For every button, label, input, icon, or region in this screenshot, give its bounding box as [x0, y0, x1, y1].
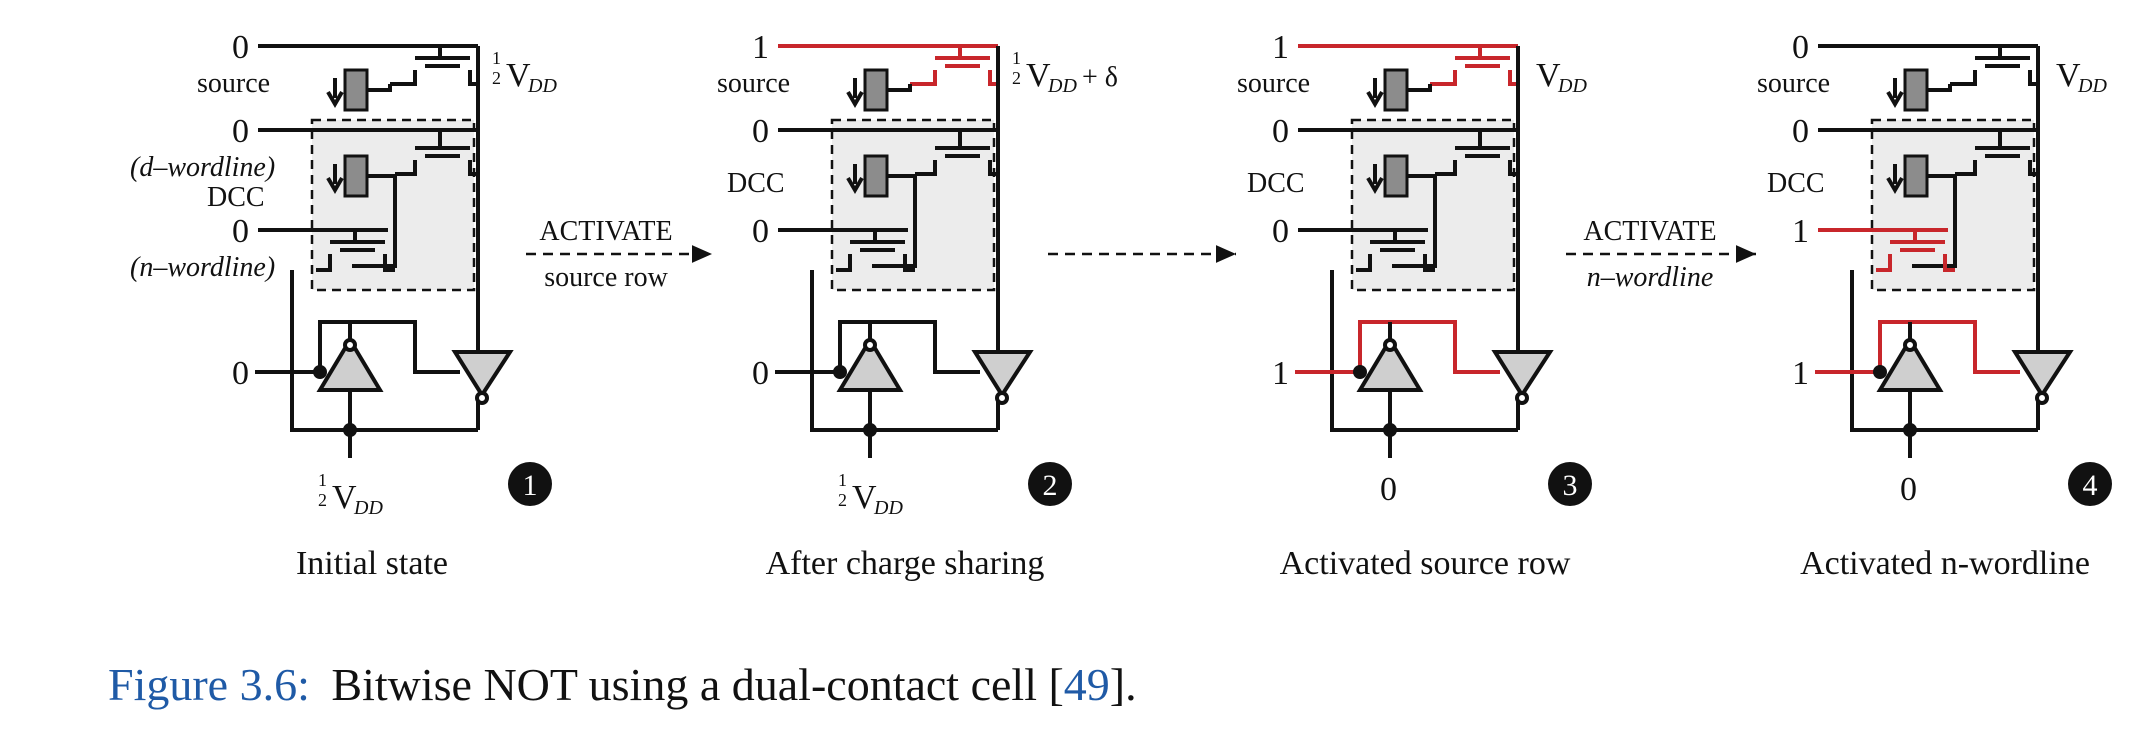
- bit-bottom-4: 0: [1900, 471, 1917, 508]
- step-badge-1: 1: [508, 462, 552, 506]
- arrow-activate-source-row: ACTIVATE source row: [526, 216, 712, 293]
- label-nwl-1: (n–wordline): [130, 252, 275, 283]
- svg-text:2: 2: [838, 490, 847, 510]
- panel-activated-source-row: [1295, 44, 1554, 458]
- dcc-circuit: [255, 44, 514, 458]
- bit-nwl-2: 0: [752, 213, 769, 250]
- svg-text:DD: DD: [1557, 75, 1587, 97]
- panel-after-charge-sharing: [775, 44, 1034, 458]
- svg-text:V: V: [852, 479, 877, 516]
- svg-text:1: 1: [838, 470, 847, 490]
- vdd-label-top-3: V DD: [1536, 57, 1587, 97]
- label-source-4: source: [1757, 68, 1830, 99]
- bit-dwl-2: 0: [752, 113, 769, 150]
- label-source-2: source: [717, 68, 790, 99]
- svg-text:source row: source row: [544, 262, 668, 293]
- vdd-label-top-1: 1 2 V DD: [492, 48, 557, 97]
- svg-text:V: V: [332, 479, 357, 516]
- svg-text:DD: DD: [1047, 75, 1077, 97]
- panel-title-3: Activated source row: [1280, 545, 1571, 582]
- label-dcc-3: DCC: [1247, 168, 1305, 199]
- panel-activated-n-wordline: [1815, 44, 2074, 458]
- step-badge-4: 4: [2068, 462, 2112, 506]
- svg-text:DD: DD: [527, 75, 557, 97]
- svg-text:2: 2: [492, 68, 501, 88]
- label-dcc-4: DCC: [1767, 168, 1825, 199]
- panel-title-4: Activated n-wordline: [1800, 545, 2090, 582]
- svg-text:+ δ: + δ: [1082, 62, 1118, 93]
- bit-dwl-1: 0: [232, 113, 249, 150]
- svg-text:n–wordline: n–wordline: [1587, 262, 1714, 293]
- bit-sa-2: 0: [752, 355, 769, 392]
- caption-ref[interactable]: 49: [1064, 659, 1110, 710]
- caption-end: ].: [1110, 659, 1137, 710]
- label-source-1: source: [197, 68, 270, 99]
- panel-title-1: Initial state: [296, 545, 448, 582]
- bit-source-4: 0: [1792, 29, 1809, 66]
- svg-text:DD: DD: [2077, 75, 2107, 97]
- bit-nwl-1: 0: [232, 213, 249, 250]
- vdd-label-top-2: 1 2 V DD + δ: [1012, 48, 1118, 97]
- bit-source-1: 0: [232, 29, 249, 66]
- bit-sa-4: 1: [1792, 355, 1809, 392]
- dcc-circuit: [775, 44, 1034, 458]
- svg-text:1: 1: [523, 469, 538, 502]
- svg-text:ACTIVATE: ACTIVATE: [1583, 216, 1716, 247]
- svg-text:DD: DD: [353, 497, 383, 519]
- svg-text:V: V: [1026, 57, 1051, 94]
- vdd-label-bottom-2: 1 2 V DD: [838, 470, 903, 519]
- vdd-label-bottom-1: 1 2 V DD: [318, 470, 383, 519]
- svg-text:1: 1: [318, 470, 327, 490]
- svg-text:2: 2: [1012, 68, 1021, 88]
- svg-text:V: V: [1536, 57, 1561, 94]
- bit-sa-3: 1: [1272, 355, 1289, 392]
- panel-title-2: After charge sharing: [766, 545, 1045, 582]
- dcc-circuit: [1815, 44, 2074, 458]
- caption-text: Bitwise NOT using a dual-contact cell [: [331, 659, 1063, 710]
- svg-text:3: 3: [1563, 469, 1578, 502]
- svg-text:2: 2: [318, 490, 327, 510]
- vdd-label-top-4: V DD: [2056, 57, 2107, 97]
- label-dcc-2: DCC: [727, 168, 785, 199]
- svg-text:1: 1: [492, 48, 501, 68]
- caption-number: Figure 3.6:: [108, 659, 310, 710]
- bit-nwl-4: 1: [1792, 213, 1809, 250]
- bit-source-3: 1: [1272, 29, 1289, 66]
- svg-text:V: V: [2056, 57, 2081, 94]
- panels-extra: [775, 44, 2074, 458]
- label-dcc-1: DCC: [207, 182, 265, 213]
- svg-text:DD: DD: [873, 497, 903, 519]
- bit-nwl-3: 0: [1272, 213, 1289, 250]
- bit-dwl-4: 0: [1792, 113, 1809, 150]
- step-badge-3: 3: [1548, 462, 1592, 506]
- svg-text:1: 1: [1012, 48, 1021, 68]
- label-source-3: source: [1237, 68, 1310, 99]
- svg-text:2: 2: [1043, 469, 1058, 502]
- figure-caption: Figure 3.6: Bitwise NOT using a dual-con…: [108, 659, 1137, 710]
- svg-text:V: V: [506, 57, 531, 94]
- arrow-activate-n-wordline: ACTIVATE n–wordline: [1566, 216, 1756, 293]
- bit-dwl-3: 0: [1272, 113, 1289, 150]
- panel-initial-state: [255, 44, 514, 458]
- bit-source-2: 1: [752, 29, 769, 66]
- svg-text:4: 4: [2083, 469, 2098, 502]
- label-dwl-1: (d–wordline): [130, 152, 275, 183]
- svg-text:ACTIVATE: ACTIVATE: [539, 216, 672, 247]
- bit-bottom-3: 0: [1380, 471, 1397, 508]
- step-badge-2: 2: [1028, 462, 1072, 506]
- bit-sa-1: 0: [232, 355, 249, 392]
- dcc-circuit: [1295, 44, 1554, 458]
